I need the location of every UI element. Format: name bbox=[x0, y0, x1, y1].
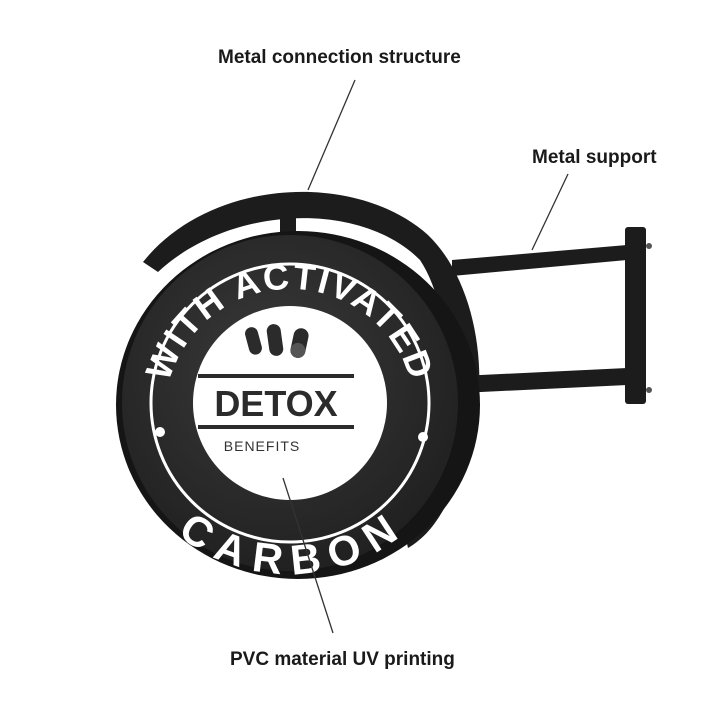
support-arm-top bbox=[452, 245, 627, 276]
pill-icon-middle bbox=[266, 324, 284, 356]
sign-ring bbox=[149, 262, 431, 544]
label-metal-connection-structure: Metal connection structure bbox=[218, 47, 461, 68]
support-arm-bottom bbox=[440, 368, 627, 394]
leader-line-structure bbox=[307, 79, 356, 191]
wall-plate-bolt-bottom bbox=[646, 387, 652, 393]
metal-support bbox=[440, 227, 652, 404]
round-sign: WITH ACTIVATED CARBON DETOX BENEFITS bbox=[116, 231, 480, 584]
benefits-subtitle: BENEFITS bbox=[224, 438, 300, 454]
pill-icon-left bbox=[245, 327, 262, 355]
detox-title: DETOX bbox=[214, 383, 337, 424]
label-metal-support: Metal support bbox=[532, 147, 657, 168]
ring-dot-right bbox=[418, 432, 428, 442]
wall-plate bbox=[625, 227, 646, 404]
connector-post bbox=[280, 204, 296, 236]
detox-bar-bottom bbox=[198, 425, 354, 429]
leader-line-pvc bbox=[282, 477, 334, 634]
detox-bar-top bbox=[198, 374, 354, 378]
leader-line-support bbox=[531, 173, 569, 251]
three-pills-icon bbox=[245, 324, 309, 358]
ring-dot-left bbox=[155, 427, 165, 437]
wall-plate-bolt-top bbox=[646, 243, 652, 249]
center-disc bbox=[193, 306, 387, 500]
label-pvc-material: PVC material UV printing bbox=[230, 649, 455, 670]
metal-connection-structure bbox=[143, 191, 480, 548]
pill-icon-right-half bbox=[290, 342, 306, 358]
